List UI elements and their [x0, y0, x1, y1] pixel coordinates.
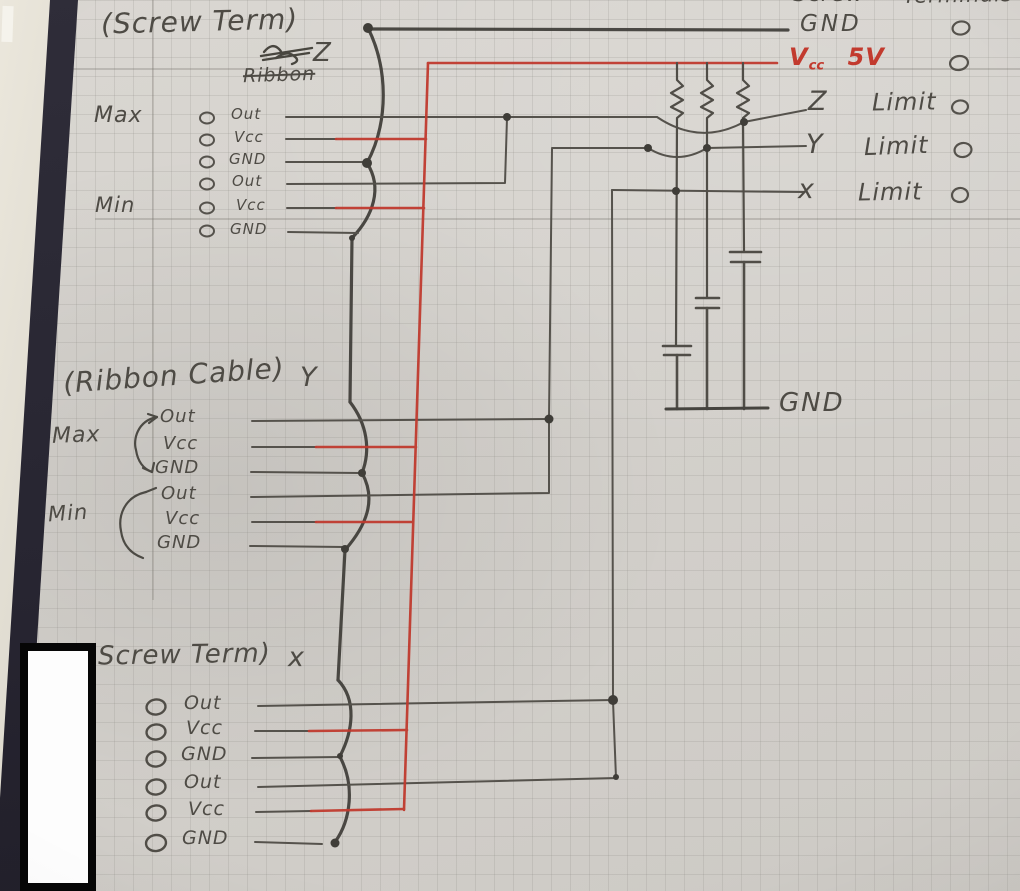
- y-section-wires: [249, 145, 807, 548]
- z-pin-gnd-max: GND: [229, 150, 267, 168]
- z-pin-out-max: Out: [231, 105, 262, 123]
- x-pin-vcc-max: Vcc: [186, 717, 223, 739]
- redaction-box: [20, 643, 96, 891]
- junction-dots: [330, 23, 748, 848]
- z-section-title: (Screw Term): [100, 2, 299, 41]
- vcc-v: V: [789, 43, 809, 71]
- scratched-out-word: [259, 44, 314, 66]
- y-limit-axis: Y: [806, 129, 824, 160]
- z-section-wires: [285, 109, 807, 234]
- gnd-bus-label: GND: [779, 388, 845, 418]
- x-axis-label: x: [288, 642, 305, 673]
- vcc-rail-red: [307, 61, 779, 813]
- vcc-subscript: cc: [808, 58, 825, 74]
- y-max-label: Max: [51, 422, 101, 449]
- y-pin-vcc-min: Vcc: [165, 508, 201, 529]
- header-terminals: Terminals: [903, 0, 1013, 8]
- z-pin-vcc-max: Vcc: [234, 128, 264, 146]
- y-pin-out-max: Out: [160, 406, 196, 427]
- z-axis-label: Z: [313, 38, 332, 68]
- x-pin-out-min: Out: [184, 771, 222, 793]
- y-min-brace: [119, 486, 158, 560]
- y-pin-gnd-max: GND: [155, 457, 200, 478]
- x-section-wires: [251, 189, 805, 845]
- z-pin-circles: [199, 111, 215, 238]
- z-pin-vcc-min: Vcc: [236, 196, 266, 214]
- x-pin-circles: [144, 698, 168, 853]
- gnd-bus: [664, 406, 770, 411]
- y-max-brace-arrow: [134, 412, 159, 474]
- x-pin-gnd-min: GND: [182, 827, 229, 849]
- vcc-voltage: 5V: [847, 43, 885, 71]
- z-pin-out-min: Out: [232, 172, 263, 190]
- header-screw: Screw: [793, 0, 865, 6]
- y-pin-vcc-max: Vcc: [163, 433, 199, 454]
- y-min-label: Min: [47, 499, 90, 527]
- x-pin-vcc-min: Vcc: [188, 798, 225, 820]
- y-pin-gnd-min: GND: [157, 532, 202, 553]
- filter-capacitors: [661, 250, 763, 411]
- y-axis-label: Y: [300, 362, 318, 393]
- z-max-label: Max: [94, 103, 143, 128]
- z-pin-gnd-min: GND: [230, 220, 268, 238]
- terminal-circles: [948, 20, 973, 204]
- z-scratched-ribbon: Ribbon: [242, 62, 316, 88]
- y-pin-out-min: Out: [161, 483, 197, 504]
- z-limit-axis: Z: [808, 86, 828, 117]
- vcc-terminal-label: Vcc 5V: [789, 45, 885, 73]
- x-limit-axis: x: [798, 174, 815, 205]
- x-pin-out-max: Out: [184, 692, 222, 714]
- gnd-cable-bundle: [333, 26, 790, 844]
- gnd-terminal-label: GND: [800, 11, 862, 37]
- y-limit-label: Limit: [863, 130, 929, 162]
- x-section-title: Screw Term): [97, 638, 272, 672]
- z-limit-label: Limit: [871, 87, 937, 117]
- pullup-resistors: [669, 61, 751, 348]
- x-limit-label: Limit: [857, 177, 923, 207]
- z-min-label: Min: [95, 193, 136, 217]
- x-pin-gnd-max: GND: [181, 743, 228, 765]
